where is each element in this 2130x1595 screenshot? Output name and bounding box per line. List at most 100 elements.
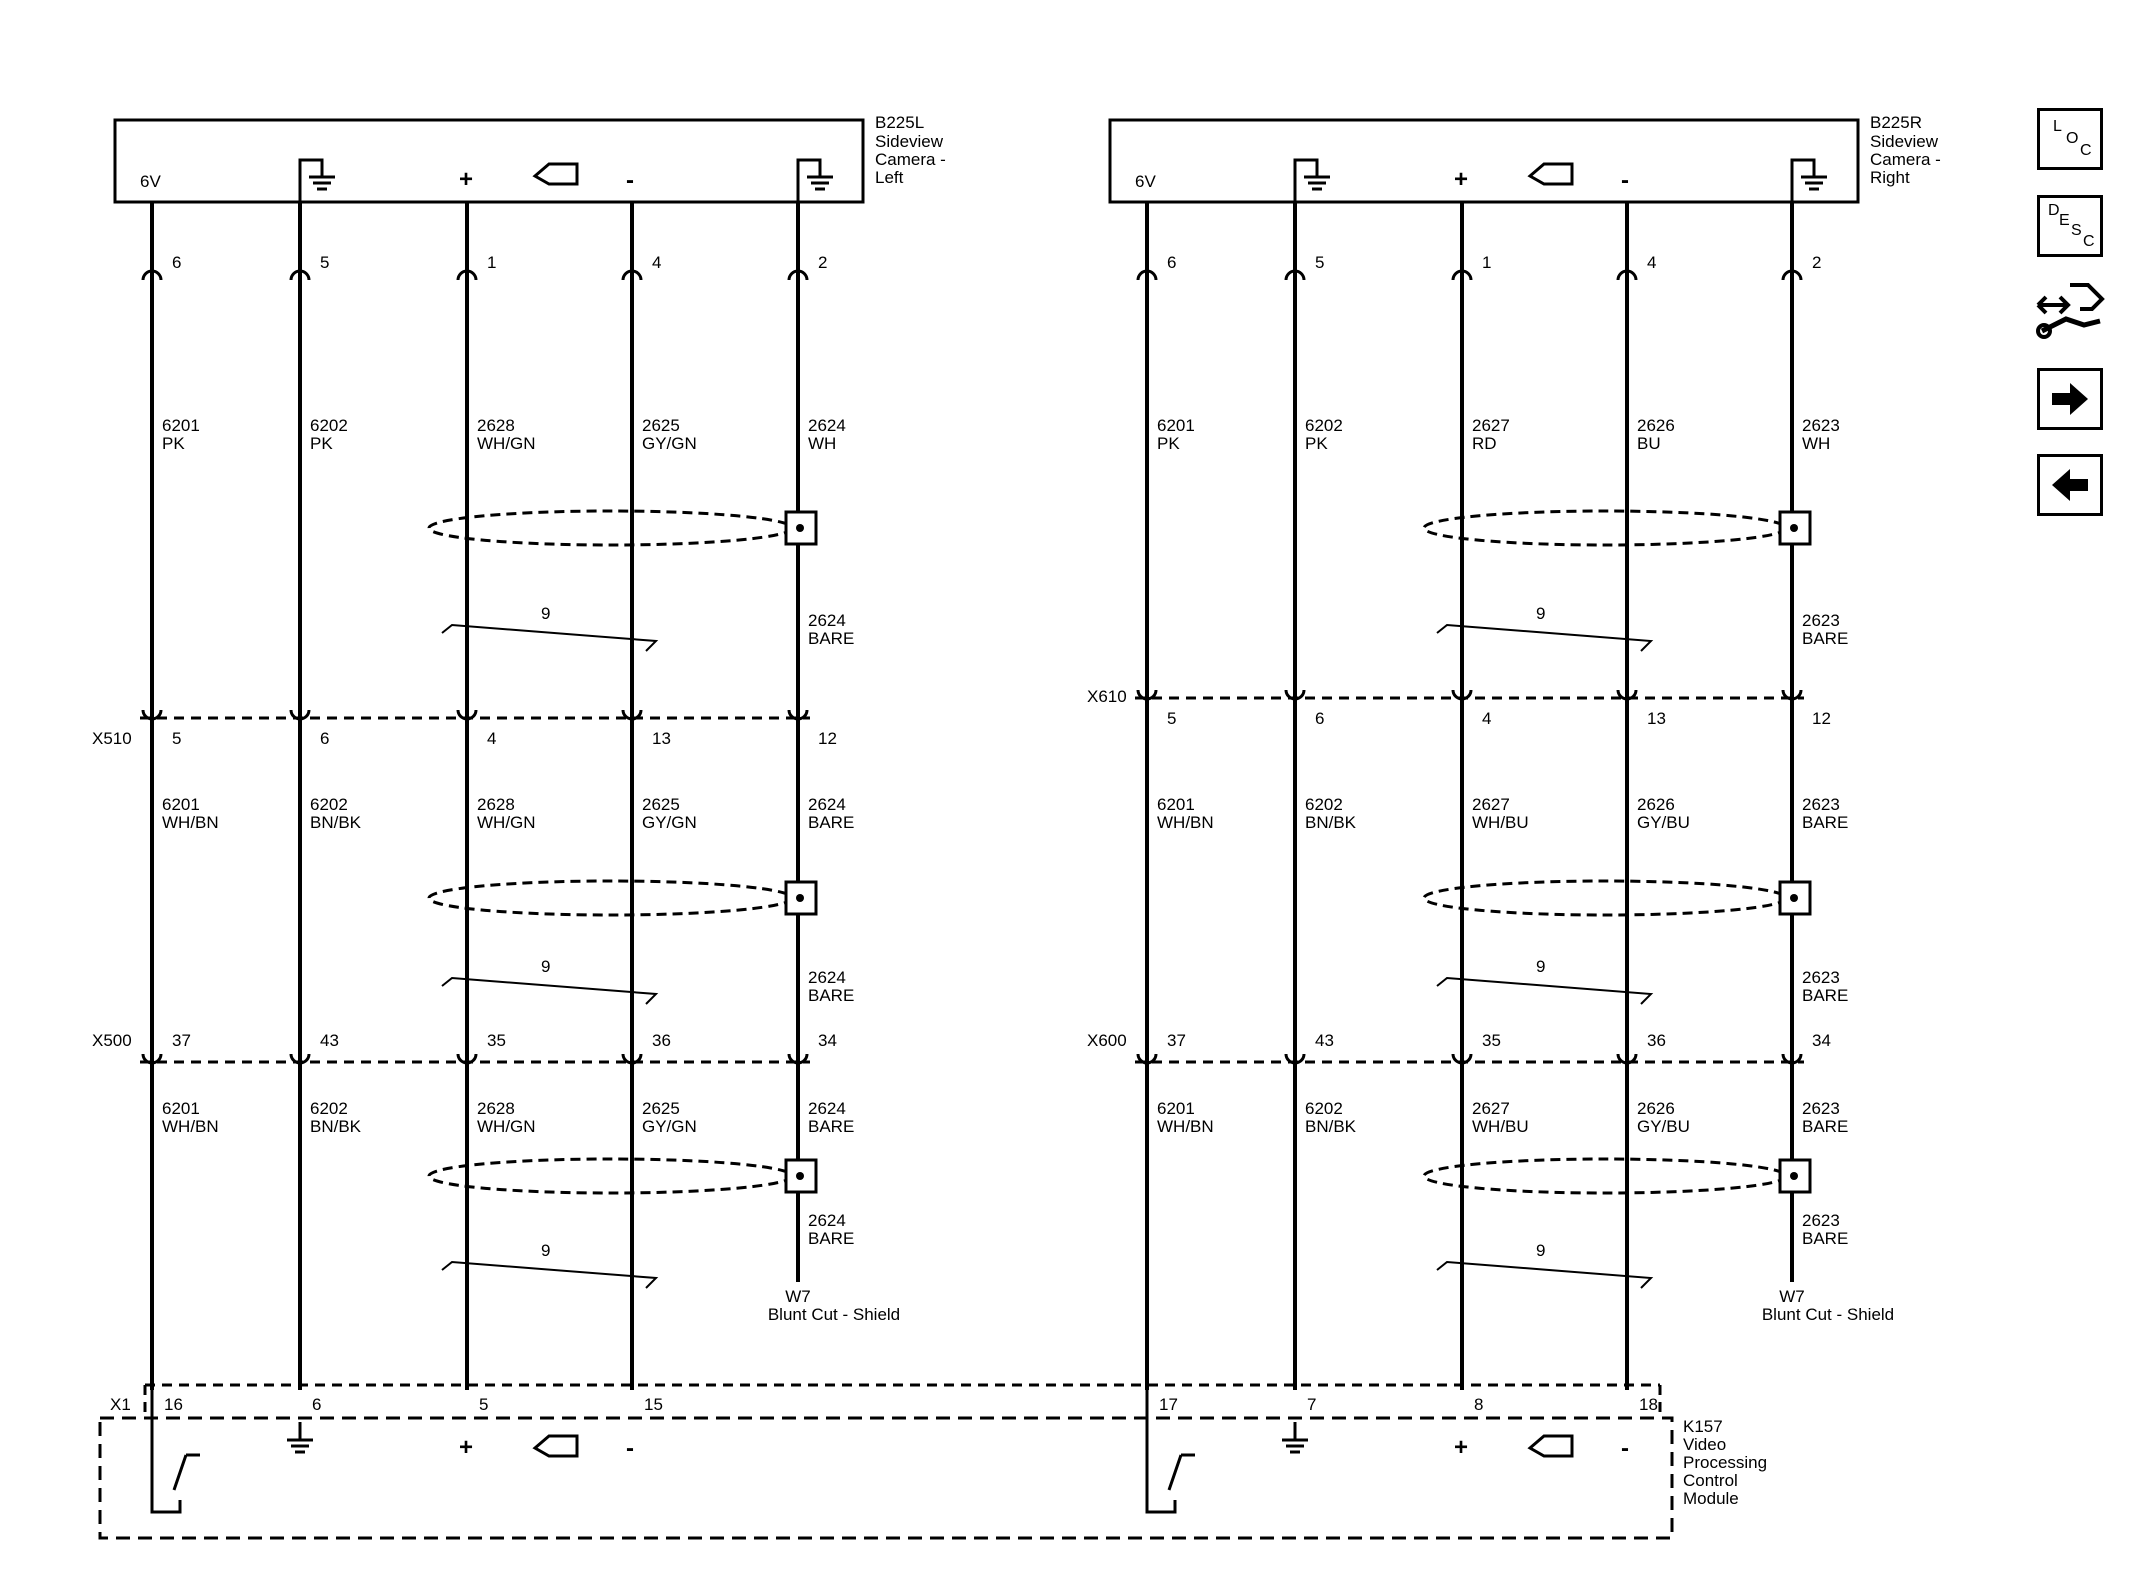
right-seg2-drain-circuit: 2623	[1802, 968, 1840, 987]
left-seg3-wire-4-circuit: 2624	[808, 1099, 846, 1118]
left-conn-b-terminal-3	[621, 1053, 643, 1065]
right-seg1-wire-0-circuit: 6201	[1157, 416, 1195, 435]
left-cam-terminal-2	[456, 269, 478, 281]
right-module-camera-icon	[1527, 1434, 1574, 1458]
right-module-pin-3: 18	[1639, 1395, 1658, 1414]
vpcm-desc-3: Module	[1683, 1489, 1739, 1508]
left-seg3-wire-1-color: BN/BK	[310, 1117, 362, 1136]
vpcm-desc-2: Control	[1683, 1471, 1738, 1490]
vpcm-module-box	[98, 1416, 1674, 1540]
left-seg2-wire-1-color: BN/BK	[310, 813, 362, 832]
right-shield-end-name: W7	[1779, 1287, 1805, 1306]
left-module-pin-3: 15	[644, 1395, 663, 1414]
right-seg1-drain-color: BARE	[1802, 629, 1848, 648]
left-seg2-wire-3-color: GY/GN	[642, 813, 697, 832]
right-conn-b-pin-0: 37	[1167, 1031, 1186, 1050]
left-module-switch-icon	[172, 1453, 200, 1491]
desc-letter-s: S	[2071, 222, 2082, 239]
right-seg3-wire-3-circuit: 2626	[1637, 1099, 1675, 1118]
left-cam-pin-2: 1	[487, 253, 496, 272]
right-seg1-wire-0-color: PK	[1157, 434, 1180, 453]
left-twist-1	[441, 623, 659, 652]
right-seg2-wire-1-color: BN/BK	[1305, 813, 1357, 832]
right-camera-desc-0: Sideview	[1870, 132, 1939, 151]
right-seg2-wire-3-color: GY/BU	[1637, 813, 1690, 832]
right-shield-2	[1422, 879, 1788, 917]
right-seg1-wire-1-color: PK	[1305, 434, 1328, 453]
right-camera-desc-2: Right	[1870, 168, 1910, 187]
left-camera-minus: -	[626, 167, 634, 194]
left-conn-b-terminal-1	[289, 1053, 311, 1065]
left-conn-a-pin-3: 13	[652, 729, 671, 748]
right-seg2-wire-1-circuit: 6202	[1305, 795, 1343, 814]
left-module-pin-0: 16	[164, 1395, 183, 1414]
left-module-switch-lead	[150, 1390, 182, 1514]
right-conn-a-name: X610	[1087, 687, 1127, 706]
right-seg3-wire-4-color: BARE	[1802, 1117, 1848, 1136]
left-ground-lead-2	[796, 158, 822, 202]
left-conn-a-pin-4: 12	[818, 729, 837, 748]
right-cam-pin-3: 4	[1647, 253, 1656, 272]
left-seg2-wire-0-color: WH/BN	[162, 813, 219, 832]
left-seg3-wire-1-circuit: 6202	[310, 1099, 348, 1118]
right-seg1-drain-circuit: 2623	[1802, 611, 1840, 630]
left-camera-desc-0: Sideview	[875, 132, 944, 151]
right-seg3-wire-2-color: WH/BU	[1472, 1117, 1529, 1136]
desc-letter-e: E	[2059, 212, 2070, 229]
left-seg1-wire-4-color: WH	[808, 434, 836, 453]
vpcm-desc-0: Video	[1683, 1435, 1726, 1454]
right-seg2-wire-4-circuit: 2623	[1802, 795, 1840, 814]
right-seg2-wire-2-circuit: 2627	[1472, 795, 1510, 814]
loc-button[interactable]: L O C	[2037, 108, 2103, 170]
left-conn-b-terminal-2	[456, 1053, 478, 1065]
left-twist-3	[441, 1260, 659, 1289]
left-camera-6v: 6V	[140, 172, 161, 191]
left-camera-desc-1: Camera -	[875, 150, 946, 169]
right-module-plus: +	[1454, 1434, 1468, 1461]
right-conn-b-terminal-3	[1616, 1053, 1638, 1065]
connector-tool-icon	[2036, 283, 2105, 339]
right-twist-1-label: 9	[1536, 604, 1545, 623]
left-conn-b-terminal-4	[787, 1053, 809, 1065]
left-conn-a-pin-2: 4	[487, 729, 496, 748]
right-seg3-wire-2-circuit: 2627	[1472, 1099, 1510, 1118]
left-seg1-wire-4-circuit: 2624	[808, 416, 846, 435]
left-cam-terminal-3	[621, 269, 643, 281]
right-conn-b-pin-1: 43	[1315, 1031, 1334, 1050]
right-seg2-wire-2-color: WH/BU	[1472, 813, 1529, 832]
left-seg3-wire-4-color: BARE	[808, 1117, 854, 1136]
right-shield-end-desc: Blunt Cut - Shield	[1762, 1305, 1894, 1324]
right-camera-icon	[1527, 162, 1574, 186]
left-conn-b-pin-1: 43	[320, 1031, 339, 1050]
right-camera-desc-1: Camera -	[1870, 150, 1941, 169]
left-shield-2	[427, 879, 794, 917]
desc-letter-c2: C	[2083, 233, 2095, 250]
left-module-ground-icon	[287, 1422, 313, 1454]
right-camera-box	[1108, 118, 1860, 204]
left-shield-1	[427, 509, 794, 547]
right-seg3-wire-3-color: GY/BU	[1637, 1117, 1690, 1136]
right-ground-lead-1	[1293, 158, 1319, 202]
desc-button[interactable]: D E S C	[2037, 195, 2103, 257]
left-conn-a-terminal-2	[456, 709, 478, 721]
right-shield-3-drain-dot	[1790, 1172, 1798, 1180]
forward-button[interactable]	[2037, 368, 2103, 430]
back-button[interactable]	[2037, 454, 2103, 516]
right-seg3-drain-color: BARE	[1802, 1229, 1848, 1248]
right-seg1-wire-4-circuit: 2623	[1802, 416, 1840, 435]
loc-letter-o: O	[2066, 130, 2079, 147]
right-seg1-wire-3-circuit: 2626	[1637, 416, 1675, 435]
right-cam-terminal-2	[1451, 269, 1473, 281]
right-module-pin-0: 17	[1159, 1395, 1178, 1414]
left-camera-icon	[532, 162, 579, 186]
right-conn-a-terminal-1	[1284, 689, 1306, 701]
right-seg3-drain-circuit: 2623	[1802, 1211, 1840, 1230]
right-module-ground-icon	[1282, 1422, 1308, 1454]
left-conn-a-terminal-1	[289, 709, 311, 721]
left-shield-1-drain-box	[784, 510, 818, 546]
left-conn-b-terminal-0	[141, 1053, 163, 1065]
right-conn-b-terminal-1	[1284, 1053, 1306, 1065]
connector-tool-button[interactable]	[2030, 275, 2110, 345]
right-conn-a-pin-2: 4	[1482, 709, 1491, 728]
left-module-plus: +	[459, 1434, 473, 1461]
